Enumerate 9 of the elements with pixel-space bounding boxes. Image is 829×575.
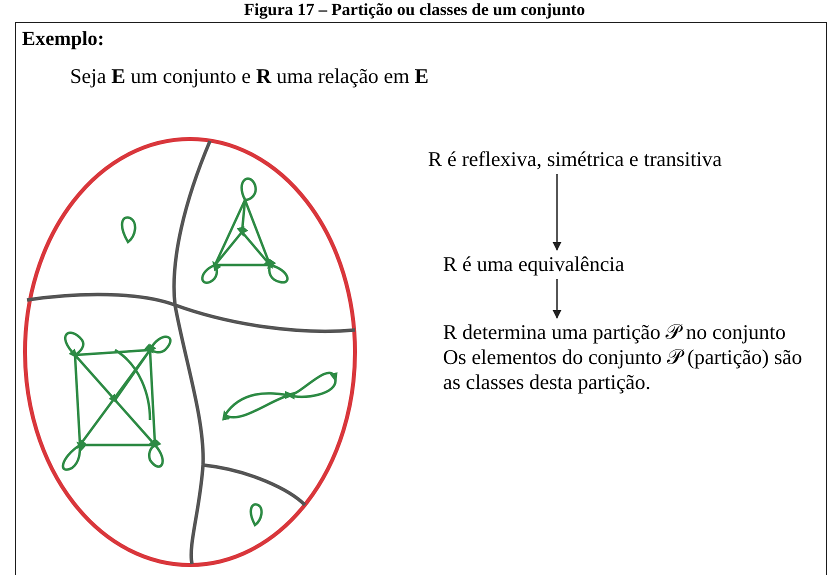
- statement-text: R determina uma partição 𝒫 no conjunto: [443, 320, 787, 345]
- statement-text: R é uma equivalência: [443, 252, 626, 277]
- heading: Exemplo:: [22, 28, 104, 51]
- arrow: [552, 279, 562, 319]
- intro-sentence: Seja E um conjunto e R uma relação em E: [70, 64, 429, 89]
- figure-title: Figura 17 – Partição ou classes de um conjunto: [243, 0, 586, 20]
- statement-text: R é reflexiva, simétrica e transitiva: [428, 147, 723, 172]
- explanation-text: Os elementos do conjunto 𝒫 (partição) são as classes desta partição.: [443, 345, 804, 395]
- arrow: [552, 174, 562, 251]
